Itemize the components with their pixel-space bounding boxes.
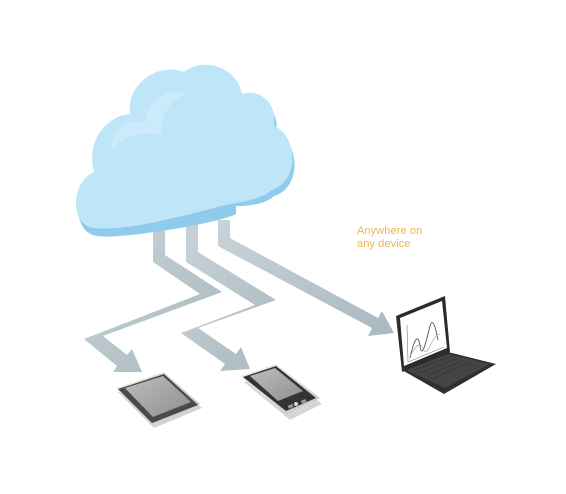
- caption-line-1: Anywhere on: [357, 225, 423, 237]
- tablet-icon: [116, 372, 202, 428]
- arrow-to-tablet: [84, 228, 222, 372]
- cloud-icon: [76, 64, 295, 237]
- arrow-to-phone: [181, 222, 276, 371]
- sync-arrows: [84, 220, 394, 372]
- laptop-icon: [396, 296, 496, 394]
- smartphone-icon: [240, 364, 322, 420]
- caption-anywhere-any-device: Anywhere on any device: [357, 225, 467, 251]
- caption-line-2: any device: [357, 238, 411, 250]
- arrow-to-laptop: [218, 220, 394, 336]
